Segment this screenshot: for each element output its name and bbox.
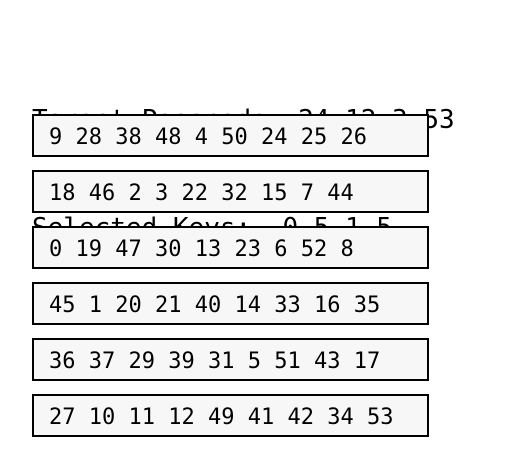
key-row-6[interactable]: 27 10 11 12 49 41 42 34 53: [32, 394, 429, 437]
key-button[interactable]: 53: [367, 405, 394, 430]
key-button[interactable]: 44: [327, 181, 354, 206]
key-button[interactable]: 7: [300, 181, 314, 206]
key-button[interactable]: 16: [314, 293, 341, 318]
key-button[interactable]: 20: [115, 293, 142, 318]
key-button[interactable]: 30: [155, 237, 182, 262]
key-button[interactable]: 36: [49, 349, 76, 374]
key-button[interactable]: 51: [274, 349, 301, 374]
key-row-1[interactable]: 9 28 38 48 4 50 24 25 26: [32, 114, 429, 157]
key-button[interactable]: 25: [300, 125, 328, 150]
key-button[interactable]: 45: [49, 293, 76, 318]
key-button[interactable]: 13: [194, 237, 222, 262]
key-button[interactable]: 28: [75, 125, 103, 150]
key-button[interactable]: 6: [274, 237, 288, 262]
key-button[interactable]: 9: [49, 125, 63, 150]
key-button[interactable]: 48: [155, 125, 182, 150]
key-button[interactable]: 32: [221, 181, 248, 206]
key-button[interactable]: 21: [155, 293, 182, 318]
key-button[interactable]: 47: [115, 237, 142, 262]
key-button[interactable]: 38: [115, 125, 142, 150]
key-row-4[interactable]: 45 1 20 21 40 14 33 16 35: [32, 282, 429, 325]
key-button[interactable]: 22: [181, 181, 209, 206]
key-row-5[interactable]: 36 37 29 39 31 5 51 43 17: [32, 338, 429, 381]
key-button[interactable]: 15: [261, 181, 288, 206]
key-button[interactable]: 2: [128, 181, 142, 206]
key-button[interactable]: 5: [247, 349, 261, 374]
key-button[interactable]: 46: [88, 181, 116, 206]
key-button[interactable]: 43: [314, 349, 341, 374]
key-row-2[interactable]: 18 46 2 3 22 32 15 7 44: [32, 170, 429, 213]
key-row-3[interactable]: 0 19 47 30 13 23 6 52 8: [32, 226, 429, 269]
key-button[interactable]: 42: [287, 405, 315, 430]
key-button[interactable]: 52: [300, 237, 328, 262]
key-button[interactable]: 1: [88, 293, 102, 318]
key-button[interactable]: 40: [194, 293, 222, 318]
key-button[interactable]: 31: [208, 349, 235, 374]
key-button[interactable]: 14: [234, 293, 262, 318]
key-button[interactable]: 27: [49, 405, 76, 430]
key-button[interactable]: 33: [274, 293, 301, 318]
key-button[interactable]: 49: [208, 405, 235, 430]
key-button[interactable]: 18: [49, 181, 76, 206]
key-button[interactable]: 35: [353, 293, 381, 318]
key-button[interactable]: 3: [155, 181, 169, 206]
key-button[interactable]: 19: [75, 237, 103, 262]
key-button[interactable]: 23: [234, 237, 262, 262]
key-button[interactable]: 12: [168, 405, 195, 430]
key-button[interactable]: 37: [88, 349, 116, 374]
key-button[interactable]: 8: [340, 237, 354, 262]
key-button[interactable]: 11: [128, 405, 156, 430]
key-button[interactable]: 24: [261, 125, 288, 150]
key-button[interactable]: 34: [327, 405, 354, 430]
key-button[interactable]: 50: [221, 125, 248, 150]
key-button[interactable]: 41: [247, 405, 275, 430]
key-button[interactable]: 4: [194, 125, 208, 150]
key-button[interactable]: 0: [49, 237, 63, 262]
key-button[interactable]: 17: [353, 349, 381, 374]
key-button[interactable]: 39: [168, 349, 195, 374]
key-button[interactable]: 10: [88, 405, 116, 430]
key-button[interactable]: 29: [128, 349, 156, 374]
key-button[interactable]: 26: [340, 125, 368, 150]
